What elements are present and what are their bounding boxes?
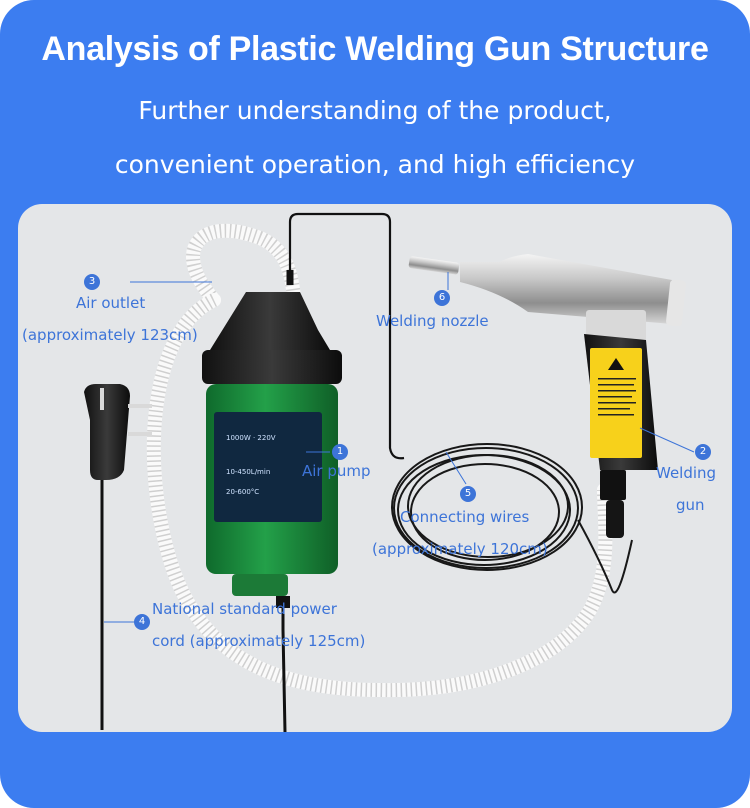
callout-welding-gun-label-2: gun	[676, 496, 705, 514]
product-illustration: 1000W · 220V 10-450L/min 20-600°C	[84, 212, 695, 732]
coiled-wire-icon	[391, 443, 633, 594]
callout-connecting-wires-length: (approximately 120cm)	[372, 540, 548, 558]
svg-text:1000W · 220V: 1000W · 220V	[226, 434, 276, 442]
callout-air-outlet-label: Air outlet	[76, 294, 146, 312]
callout-2-badge: 2	[695, 444, 711, 460]
product-diagram-panel: 1000W · 220V 10-450L/min 20-600°C	[18, 204, 732, 732]
callout-5-badge: 5	[460, 486, 476, 502]
air-pump-icon: 1000W · 220V 10-450L/min 20-600°C	[202, 292, 342, 608]
callout-3-badge: 3	[84, 274, 100, 290]
callout-connecting-wires-label: Connecting wires	[400, 508, 530, 526]
svg-text:20-600°C: 20-600°C	[226, 488, 259, 496]
callout-1-badge: 1	[332, 444, 348, 460]
callout-power-cord-length: cord (approximately 125cm)	[152, 632, 366, 650]
callout-welding-nozzle-label: Welding nozzle	[376, 312, 489, 330]
callout-air-pump-label: Air pump	[302, 462, 371, 480]
callout-power-cord-label: National standard power	[152, 600, 337, 618]
callout-4-badge: 4	[134, 614, 150, 630]
subtitle-line-1: Further understanding of the product,	[138, 96, 612, 125]
callout-welding-gun-label-1: Welding	[656, 464, 717, 482]
plug-icon	[84, 384, 152, 730]
page-title: Analysis of Plastic Welding Gun Structur…	[41, 30, 709, 68]
subtitle-line-2: convenient operation, and high efficienc…	[114, 150, 636, 179]
welding-gun-icon	[408, 254, 686, 538]
svg-text:10-450L/min: 10-450L/min	[226, 468, 270, 476]
callout-6-badge: 6	[434, 290, 450, 306]
callout-air-outlet-length: (approximately 123cm)	[22, 326, 198, 344]
